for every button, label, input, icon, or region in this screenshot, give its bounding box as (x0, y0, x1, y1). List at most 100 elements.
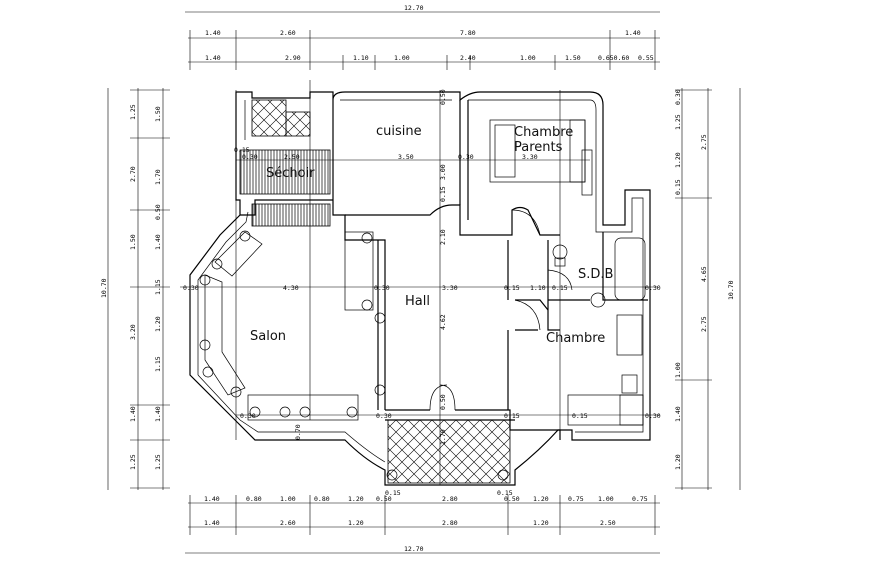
right-outer-dim: 4.65 (700, 266, 708, 282)
interior-dim: 0.15 (385, 489, 401, 497)
right-inner-dim: 1.20 (674, 454, 682, 470)
right-outer-dim: 2.75 (700, 316, 708, 332)
furniture (199, 119, 646, 481)
interior-dim: 0.15 (572, 412, 588, 420)
right-total-dim: 10.70 (727, 280, 735, 300)
top-row2-dim: 2.90 (285, 54, 301, 62)
top-row2-dim: 0.650.60 (598, 54, 629, 62)
bottom-row1-dim: 1.00 (280, 495, 296, 503)
top-row2-dim: 1.50 (565, 54, 581, 62)
interior-dim: 0.30 (645, 412, 661, 420)
entrance-hatch (387, 419, 511, 484)
room-label-salon: Salon (250, 329, 286, 344)
top-row1-dim: 1.40 (205, 29, 221, 37)
single-bed (567, 394, 644, 426)
walls (189, 91, 651, 486)
left-inner-dim: 1.70 (154, 169, 162, 185)
bottom-row1-dim: 1.20 (348, 495, 364, 503)
left-outer-dim: 1.40 (129, 406, 137, 422)
interior-dim: 3.30 (522, 153, 538, 161)
interior-dim: 2.50 (284, 153, 300, 161)
column (386, 469, 398, 481)
room-labels: cuisine Chambre Parents Séchoir S.D.B Ha… (250, 124, 613, 346)
bottom-total-dim: 12.70 (404, 545, 424, 553)
left-total-dim: 10.70 (100, 278, 108, 298)
left-outer-dim: 2.70 (129, 166, 137, 182)
top-row1-dim: 2.60 (280, 29, 296, 37)
interior-dim: 1.10 (530, 284, 546, 292)
corner-sofa (204, 274, 246, 396)
right-inner-dim: 0.30 (674, 89, 682, 105)
left-outer-dim: 1.50 (129, 234, 137, 250)
stair-treads (251, 203, 331, 227)
interior-dim: 0.30 (240, 412, 256, 420)
interior-dim: 4.30 (283, 284, 299, 292)
left-inner-dim: 1.40 (154, 406, 162, 422)
bottom-row1-dim: 0.75 (632, 495, 648, 503)
washbasin (590, 292, 606, 308)
top-row2-dim: 1.10 (353, 54, 369, 62)
right-inner-dim: 0.15 (674, 179, 682, 195)
interior-dim: 0.15 (439, 186, 447, 202)
interior-dim: 0.15 (504, 284, 520, 292)
interior-dim: 0.30 (645, 284, 661, 292)
interior-dim: 0.30 (183, 284, 199, 292)
interior-dim: 3.00 (439, 164, 447, 180)
interior-dim: 0.70 (294, 424, 302, 440)
interior-dim: 0.50 (439, 394, 447, 410)
bottom-row1-dim: 0.80 (314, 495, 330, 503)
left-outer-dim: 1.25 (129, 104, 137, 120)
right-inner-dim: 1.20 (674, 152, 682, 168)
interior-dim: 0.30 (458, 153, 474, 161)
bottom-row1-dim: 0.50 (376, 495, 392, 503)
toilet (552, 244, 568, 260)
left-inner-dim: 1.15 (154, 356, 162, 372)
sofa-bottom (247, 394, 359, 421)
top-dimension-lines: 12.70 1.40 2.60 7.80 1.40 1.40 2.90 1.10… (185, 4, 660, 70)
interior-dim: 3.30 (442, 284, 458, 292)
top-row1-dim: 1.40 (625, 29, 641, 37)
top-total-dim: 12.70 (404, 4, 424, 12)
right-outer-dim: 2.75 (700, 134, 708, 150)
top-row2-dim: 1.40 (205, 54, 221, 62)
top-row2-dim: 1.00 (394, 54, 410, 62)
room-label-sdb: S.D.B (578, 267, 613, 282)
bottom-row1-dim: 0.80 (246, 495, 262, 503)
right-dimension-lines: 10.70 2.75 4.65 2.75 0.30 1.25 1.20 0.15… (674, 88, 741, 490)
sechoir-stair (239, 149, 331, 195)
left-inner-dim: 1.40 (154, 234, 162, 250)
left-outer-dim: 3.20 (129, 324, 137, 340)
bottom-row2-dim: 1.20 (348, 519, 364, 527)
interior-dim: 2.10 (439, 229, 447, 245)
bottom-row1-dim: 0.50 (504, 495, 520, 503)
terrace-hatch-top (251, 99, 287, 137)
room-label-sechoir: Séchoir (266, 166, 315, 181)
interior-dim: 0.30 (376, 412, 392, 420)
left-inner-dim: 1.15 (154, 279, 162, 295)
bottom-row1-dim: 0.75 (568, 495, 584, 503)
column (374, 384, 386, 396)
bottom-row2-dim: 2.60 (280, 519, 296, 527)
right-inner-dim: 1.25 (674, 114, 682, 130)
top-row2-dim: 1.00 (520, 54, 536, 62)
sofa-right (344, 231, 374, 311)
interior-dim: 0.30 (242, 153, 258, 161)
interior-dim: 4.62 (439, 314, 447, 330)
top-row2-dim: 2.40 (460, 54, 476, 62)
left-inner-dim: 1.50 (154, 106, 162, 122)
bottom-row2-dim: 2.50 (600, 519, 616, 527)
top-row1-dim: 7.80 (460, 29, 476, 37)
left-inner-dim: 1.20 (154, 316, 162, 332)
bathtub (614, 237, 646, 301)
right-inner-dim: 1.40 (674, 406, 682, 422)
interior-dim: 0.15 (504, 412, 520, 420)
interior-dim: 0.15 (497, 489, 513, 497)
left-dimension-lines: 10.70 1.25 2.70 1.50 3.20 1.40 1.25 1.50… (100, 88, 170, 490)
room-label-chambre-parents: Parents (514, 140, 563, 155)
interior-dim: 1.70 (439, 429, 447, 445)
bottom-row1-dim: 1.20 (533, 495, 549, 503)
column (497, 469, 509, 481)
room-label-chambre-parents: Chambre (514, 125, 573, 140)
bottom-row2-dim: 2.80 (442, 519, 458, 527)
